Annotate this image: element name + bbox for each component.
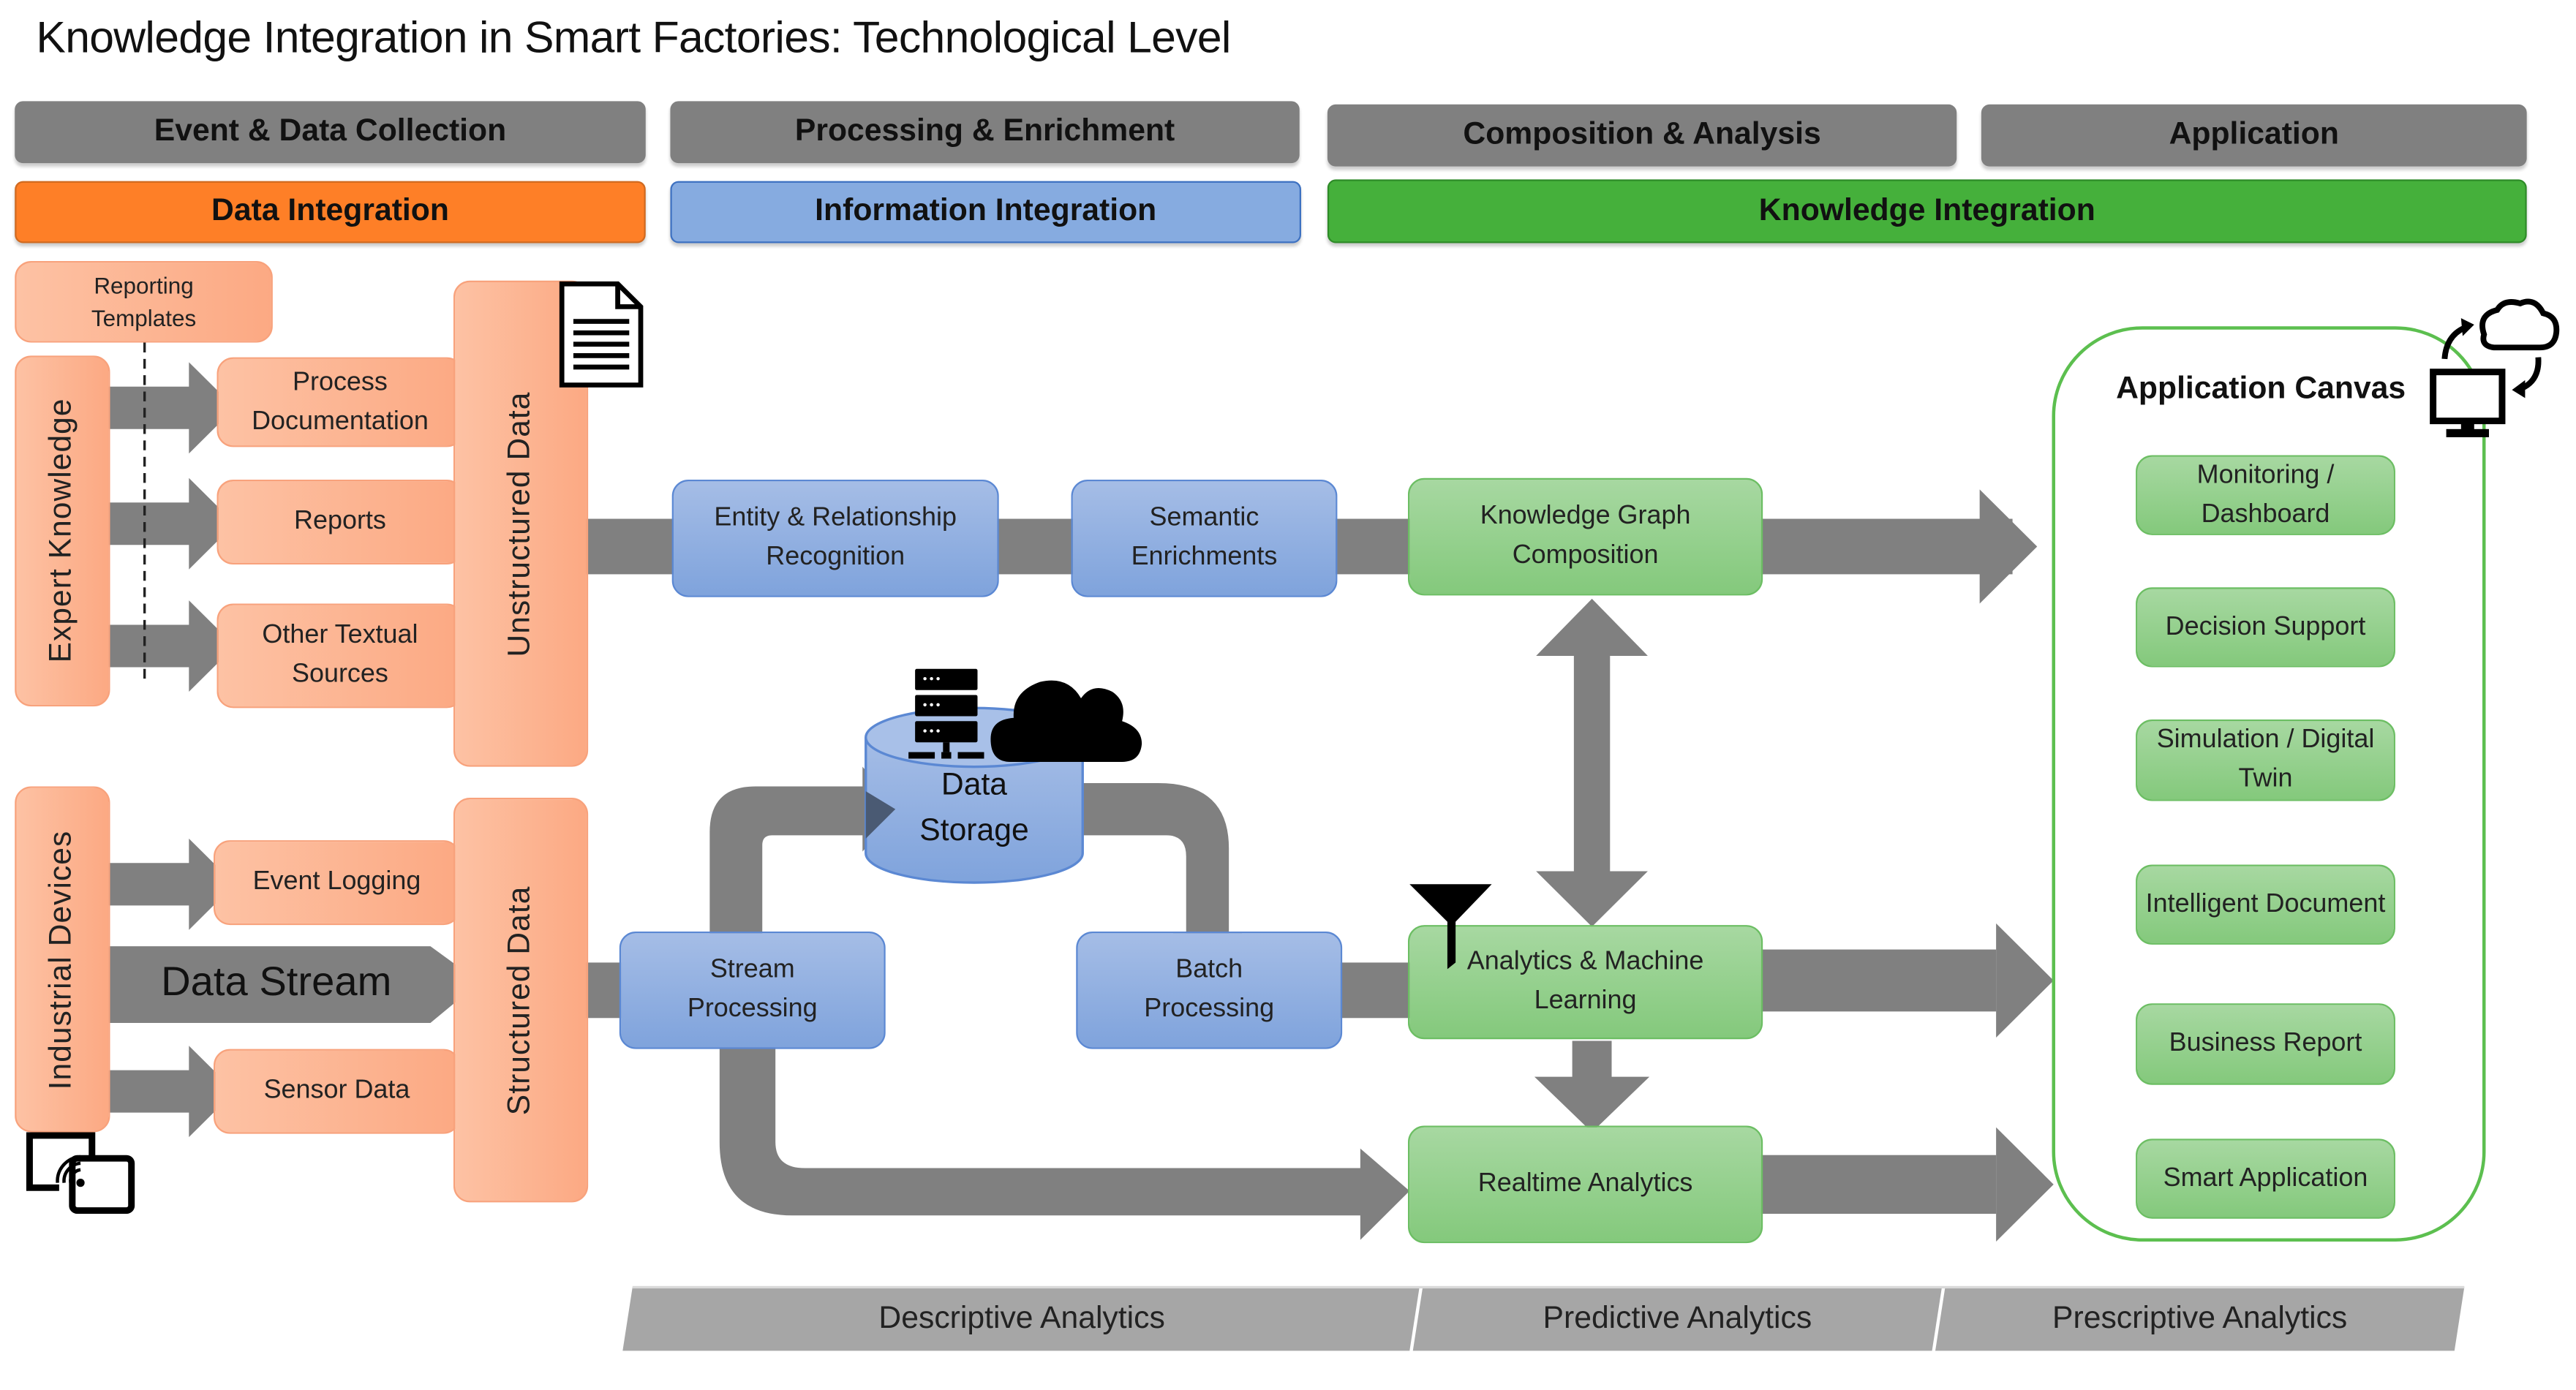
reports-label: Reports — [294, 507, 386, 535]
event-logging-label: Event Logging — [252, 867, 421, 896]
batch-processing-box: Batch Processing — [1076, 932, 1343, 1049]
arrow-expert-to-other-sources — [108, 600, 236, 692]
flow-bar-batch-to-analytics — [1338, 962, 1413, 1019]
app-item-label: Simulation / Digital Twin — [2156, 725, 2375, 793]
semantic-enrichments-label: Semantic Enrichments — [1131, 504, 1278, 571]
app-item-label: Business Report — [2169, 1029, 2362, 1057]
descriptive-analytics-label: Descriptive Analytics — [878, 1301, 1165, 1336]
data-storage-label: Data Storage — [919, 768, 1029, 849]
analytics-machine-learning-label: Analytics & Machine Learning — [1466, 948, 1704, 1015]
other-textual-sources-box: Other Textual Sources — [216, 603, 464, 709]
app-item-intelligent-document: Intelligent Document — [2136, 864, 2395, 945]
app-item-label: Intelligent Document — [2145, 890, 2386, 918]
phase-event-data-collection: Event & Data Collection — [15, 101, 646, 164]
prescriptive-analytics-label: Prescriptive Analytics — [2052, 1301, 2348, 1336]
process-documentation-box: Process Documentation — [216, 357, 464, 447]
predictive-analytics-label: Predictive Analytics — [1543, 1301, 1812, 1336]
phase-application: Application — [1981, 104, 2527, 167]
phase-composition-analysis: Composition & Analysis — [1327, 104, 1957, 167]
event-logging-box: Event Logging — [214, 840, 460, 926]
arrow-head-analytics-to-canvas — [1996, 923, 2054, 1038]
app-item-decision-support: Decision Support — [2136, 587, 2395, 668]
app-item-monitoring-dashboard: Monitoring / Dashboard — [2136, 455, 2395, 535]
app-item-label: Decision Support — [2165, 612, 2366, 641]
arrow-stream-to-storage — [709, 766, 900, 938]
other-textual-sources-label: Other Textual Sources — [262, 622, 418, 689]
process-documentation-label: Process Documentation — [252, 368, 429, 435]
app-item-label: Monitoring / Dashboard — [2196, 461, 2335, 528]
reporting-templates-label: Reporting Templates — [91, 272, 197, 331]
phase-processing-enrichment: Processing & Enrichment — [670, 101, 1300, 164]
arrow-expert-to-process-doc — [108, 362, 236, 454]
arrow-devices-to-event-logging — [108, 838, 236, 930]
flow-bar-structured — [583, 962, 625, 1019]
entity-relationship-recognition-box: Entity & Relationship Recognition — [671, 479, 999, 597]
app-item-simulation-digital-twin: Simulation / Digital Twin — [2136, 719, 2395, 801]
arrow-kg-analytics-bidirectional — [1536, 598, 1648, 927]
knowledge-graph-composition-label: Knowledge Graph Composition — [1480, 502, 1691, 570]
band-prescriptive — [1935, 1287, 2465, 1351]
expert-knowledge-box: Expert Knowledge — [15, 355, 110, 707]
diagram-title: Knowledge Integration in Smart Factories… — [36, 12, 1231, 62]
semantic-enrichments-box: Semantic Enrichments — [1071, 479, 1338, 597]
data-stream-label: Data Stream — [161, 959, 392, 1005]
analytics-machine-learning-box: Analytics & Machine Learning — [1407, 925, 1763, 1040]
band-data-integration: Data Integration — [15, 181, 646, 243]
knowledge-graph-composition-box: Knowledge Graph Composition — [1407, 477, 1763, 596]
sensor-data-box: Sensor Data — [214, 1049, 460, 1134]
arrow-analytics-to-realtime — [1534, 1040, 1650, 1133]
arrow-head-realtime-to-canvas — [1996, 1127, 2054, 1242]
batch-processing-label: Batch Processing — [1144, 956, 1275, 1023]
realtime-analytics-box: Realtime Analytics — [1407, 1125, 1763, 1244]
band-descriptive — [622, 1287, 1420, 1351]
arrow-devices-to-sensor-data — [108, 1046, 236, 1138]
entity-relationship-recognition-label: Entity & Relationship Recognition — [714, 504, 957, 571]
band-information-integration: Information Integration — [670, 181, 1301, 243]
app-item-smart-application: Smart Application — [2136, 1138, 2395, 1219]
flow-bar-realtime-to-canvas — [1758, 1155, 1997, 1215]
sensor-data-label: Sensor Data — [263, 1076, 410, 1105]
reports-box: Reports — [216, 479, 464, 564]
flow-bar-analytics-to-canvas — [1758, 949, 1997, 1012]
app-item-label: Smart Application — [2163, 1163, 2368, 1192]
industrial-devices-box: Industrial Devices — [15, 786, 110, 1133]
arrow-expert-to-reports — [108, 477, 236, 570]
stream-processing-label: Stream Processing — [687, 956, 818, 1023]
arrow-data-stream — [108, 946, 480, 1023]
reporting-templates-box: Reporting Templates — [15, 260, 273, 343]
stream-processing-box: Stream Processing — [619, 932, 886, 1049]
arrow-storage-to-batch — [1076, 782, 1243, 976]
app-item-business-report: Business Report — [2136, 1003, 2395, 1085]
application-canvas-title: Application Canvas — [2116, 371, 2406, 407]
arrow-stream-to-realtime — [719, 1043, 1410, 1240]
band-knowledge-integration: Knowledge Integration — [1327, 179, 2527, 243]
arrow-head-kg-to-canvas — [1979, 489, 2038, 604]
realtime-analytics-label: Realtime Analytics — [1477, 1169, 1693, 1198]
band-predictive — [1412, 1287, 1943, 1351]
structured-data-box: Structured Data — [453, 798, 589, 1203]
